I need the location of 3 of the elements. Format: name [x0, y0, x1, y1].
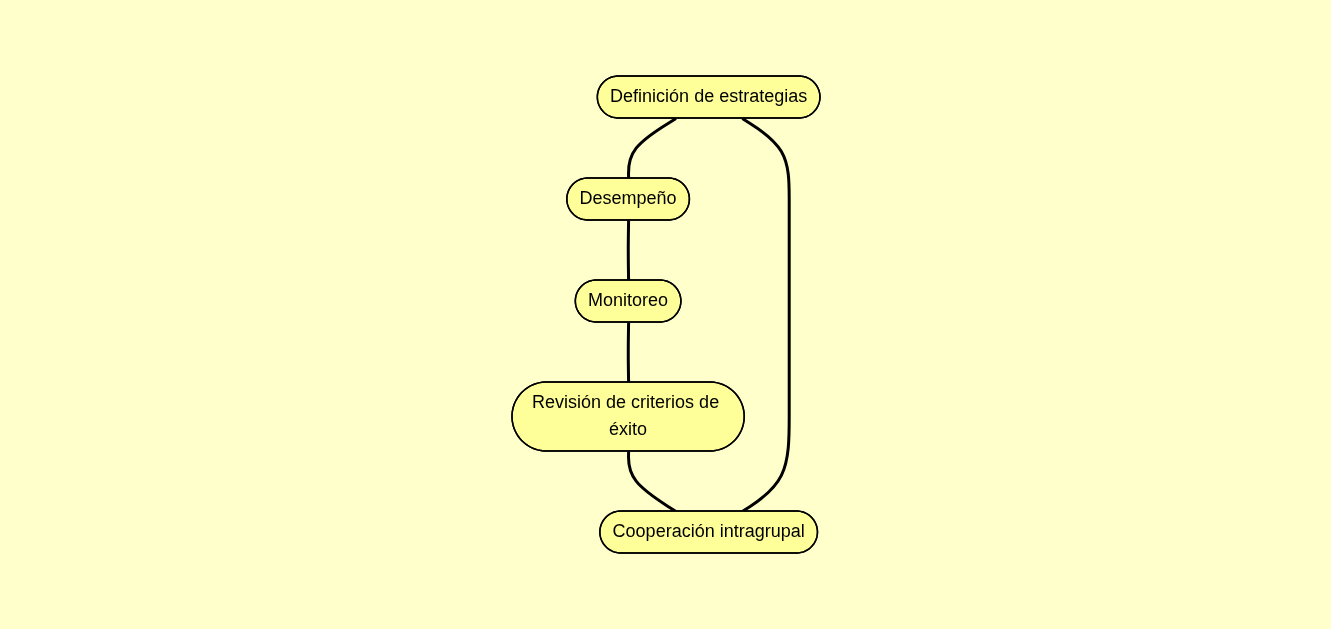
connector — [626, 117, 677, 179]
connector — [626, 322, 630, 383]
connector — [626, 220, 630, 281]
